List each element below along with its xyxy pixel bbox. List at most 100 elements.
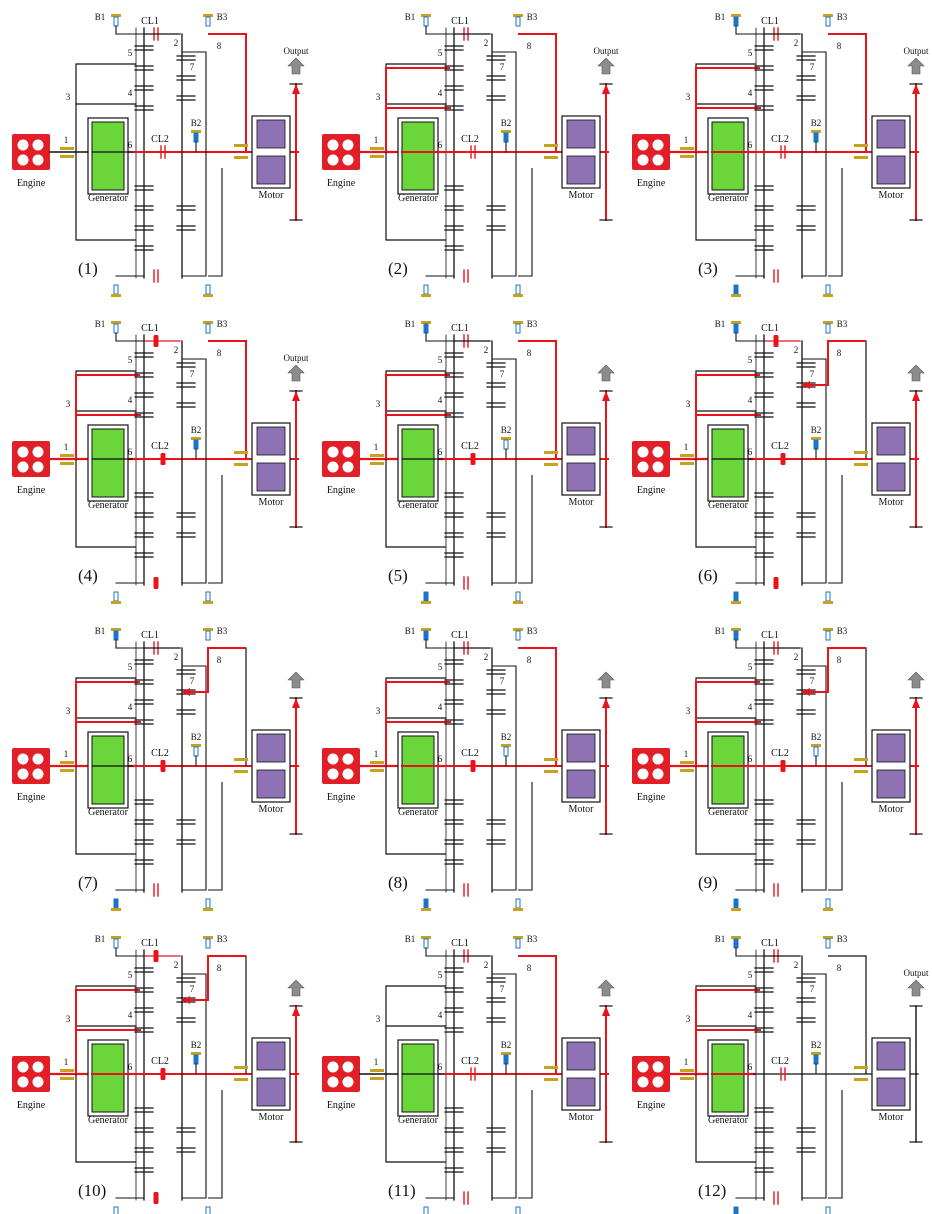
- b3-label: B3: [217, 934, 228, 944]
- alt-output-arrow: [802, 381, 810, 389]
- bottom-right-brake-pad: [513, 601, 523, 604]
- bottom-right-brake-pad: [513, 294, 523, 297]
- bottom-left-brake-actuator: [113, 284, 119, 295]
- motor-rotor-top: [256, 1041, 286, 1071]
- motor-label: Motor: [259, 1112, 285, 1123]
- output-label: Output: [283, 353, 309, 363]
- engine-cylinder-1: [327, 446, 339, 458]
- output-flow-arrow: [602, 84, 610, 94]
- motor-pad-top: [854, 144, 868, 147]
- b3-label: B3: [527, 319, 538, 329]
- motor-rotor-bottom: [876, 1077, 906, 1107]
- b1-label: B1: [405, 934, 416, 944]
- gear-5-label: 5: [438, 970, 443, 980]
- engine-cylinder-2: [342, 446, 354, 458]
- cl2-clutch-engaged: [780, 453, 786, 465]
- panel-index-label: (7): [78, 873, 98, 892]
- cl1-label: CL1: [761, 16, 779, 27]
- output-flow-arrow: [912, 391, 920, 401]
- b3-label: B3: [837, 319, 848, 329]
- right-frame-lower: [518, 1090, 533, 1199]
- b3-label: B3: [527, 626, 538, 636]
- right-frame: [208, 647, 247, 766]
- bottom-left-brake-actuator: [113, 898, 119, 909]
- engine-cylinder-4: [652, 461, 664, 473]
- b3-brake-pad: [513, 628, 523, 631]
- gear-3-label: 3: [376, 92, 381, 102]
- output-flow-arrow: [292, 84, 300, 94]
- gear-6-label: 6: [438, 754, 443, 764]
- b2-brake-actuator: [813, 132, 819, 143]
- bottom-left-brake: [731, 284, 741, 297]
- generator-label: Generator: [88, 807, 129, 818]
- engine-block: Engine: [322, 748, 360, 803]
- b3-label: B3: [217, 12, 228, 22]
- b3-brake-actuator: [515, 938, 521, 949]
- right-frame: [518, 955, 557, 1074]
- panel-index-label: (9): [698, 873, 718, 892]
- b2-brake: [501, 437, 511, 450]
- gear-7-label: 7: [500, 369, 505, 379]
- gear-4-label: 4: [128, 1010, 133, 1020]
- right-frame: [208, 340, 247, 459]
- motor-pad-top: [234, 451, 248, 454]
- generator-label: Generator: [708, 1115, 749, 1126]
- cl2-clutch: [780, 760, 786, 772]
- motor-pad-bottom: [234, 463, 248, 466]
- cl2-clutch: [470, 760, 476, 772]
- generator-rotor: [91, 121, 125, 191]
- cl1-label: CL1: [141, 630, 159, 641]
- gear-6-label: 6: [748, 447, 753, 457]
- gear-1-pad-bottom: [680, 1077, 694, 1080]
- motor-rotor-bottom: [876, 462, 906, 492]
- right-carrier: [492, 51, 517, 277]
- gear-3-label: 3: [686, 706, 691, 716]
- b2-brake-pad: [811, 744, 821, 747]
- bottom-left-clutch-engaged: [153, 577, 159, 589]
- output-arrow-icon: [907, 364, 925, 382]
- b2-brake-pad: [811, 437, 821, 440]
- right-carrier: [802, 973, 827, 1199]
- gear-8-label: 8: [217, 655, 222, 665]
- bottom-left-brake-actuator: [423, 1206, 429, 1214]
- b2-brake: [191, 744, 201, 757]
- panel-index-label: (12): [698, 1181, 726, 1200]
- bottom-left-brake: [111, 591, 121, 604]
- bottom-right-brake-actuator: [515, 898, 521, 909]
- motor-label: Motor: [259, 497, 285, 508]
- engine-cylinder-2: [32, 753, 44, 765]
- engine-cylinder-2: [652, 446, 664, 458]
- gear-3-label: 3: [376, 399, 381, 409]
- b1-label: B1: [95, 626, 106, 636]
- b1-label: B1: [405, 12, 416, 22]
- engine-cylinder-3: [327, 154, 339, 166]
- b1-brake-pad: [731, 628, 741, 631]
- gear-3-label: 3: [376, 706, 381, 716]
- gear-2-label: 2: [484, 345, 489, 355]
- gear-8-label: 8: [217, 963, 222, 973]
- bottom-left-brake-actuator: [733, 898, 739, 909]
- generator-label: Generator: [88, 193, 129, 204]
- motor-block: Motor: [854, 729, 911, 815]
- gear-3-label: 3: [686, 1014, 691, 1024]
- b1-brake-actuator: [113, 630, 119, 641]
- output-arrow-icon: [907, 57, 925, 75]
- gear-2-label: 2: [484, 652, 489, 662]
- power-path-upper-outer: [75, 681, 140, 766]
- b1-brake: [421, 321, 431, 334]
- bottom-right-brake-actuator: [825, 591, 831, 602]
- bottom-left-brake: [733, 1206, 739, 1214]
- bottom-left-clutch: [773, 269, 779, 283]
- motor-label: Motor: [879, 1112, 905, 1123]
- engine-cylinder-4: [342, 1076, 354, 1088]
- generator-block: Generator: [707, 731, 755, 818]
- b1-brake-pad: [111, 936, 121, 939]
- engine-body: [632, 748, 670, 784]
- bottom-right-brake: [203, 898, 213, 911]
- mode-panel-2: Engine1Generator3546CL1CL2B1278B2B3Motor…: [322, 12, 619, 297]
- b3-brake: [513, 14, 523, 27]
- bottom-right-brake: [515, 1206, 521, 1214]
- bottom-left-brake: [731, 591, 741, 604]
- gear-8-label: 8: [527, 655, 532, 665]
